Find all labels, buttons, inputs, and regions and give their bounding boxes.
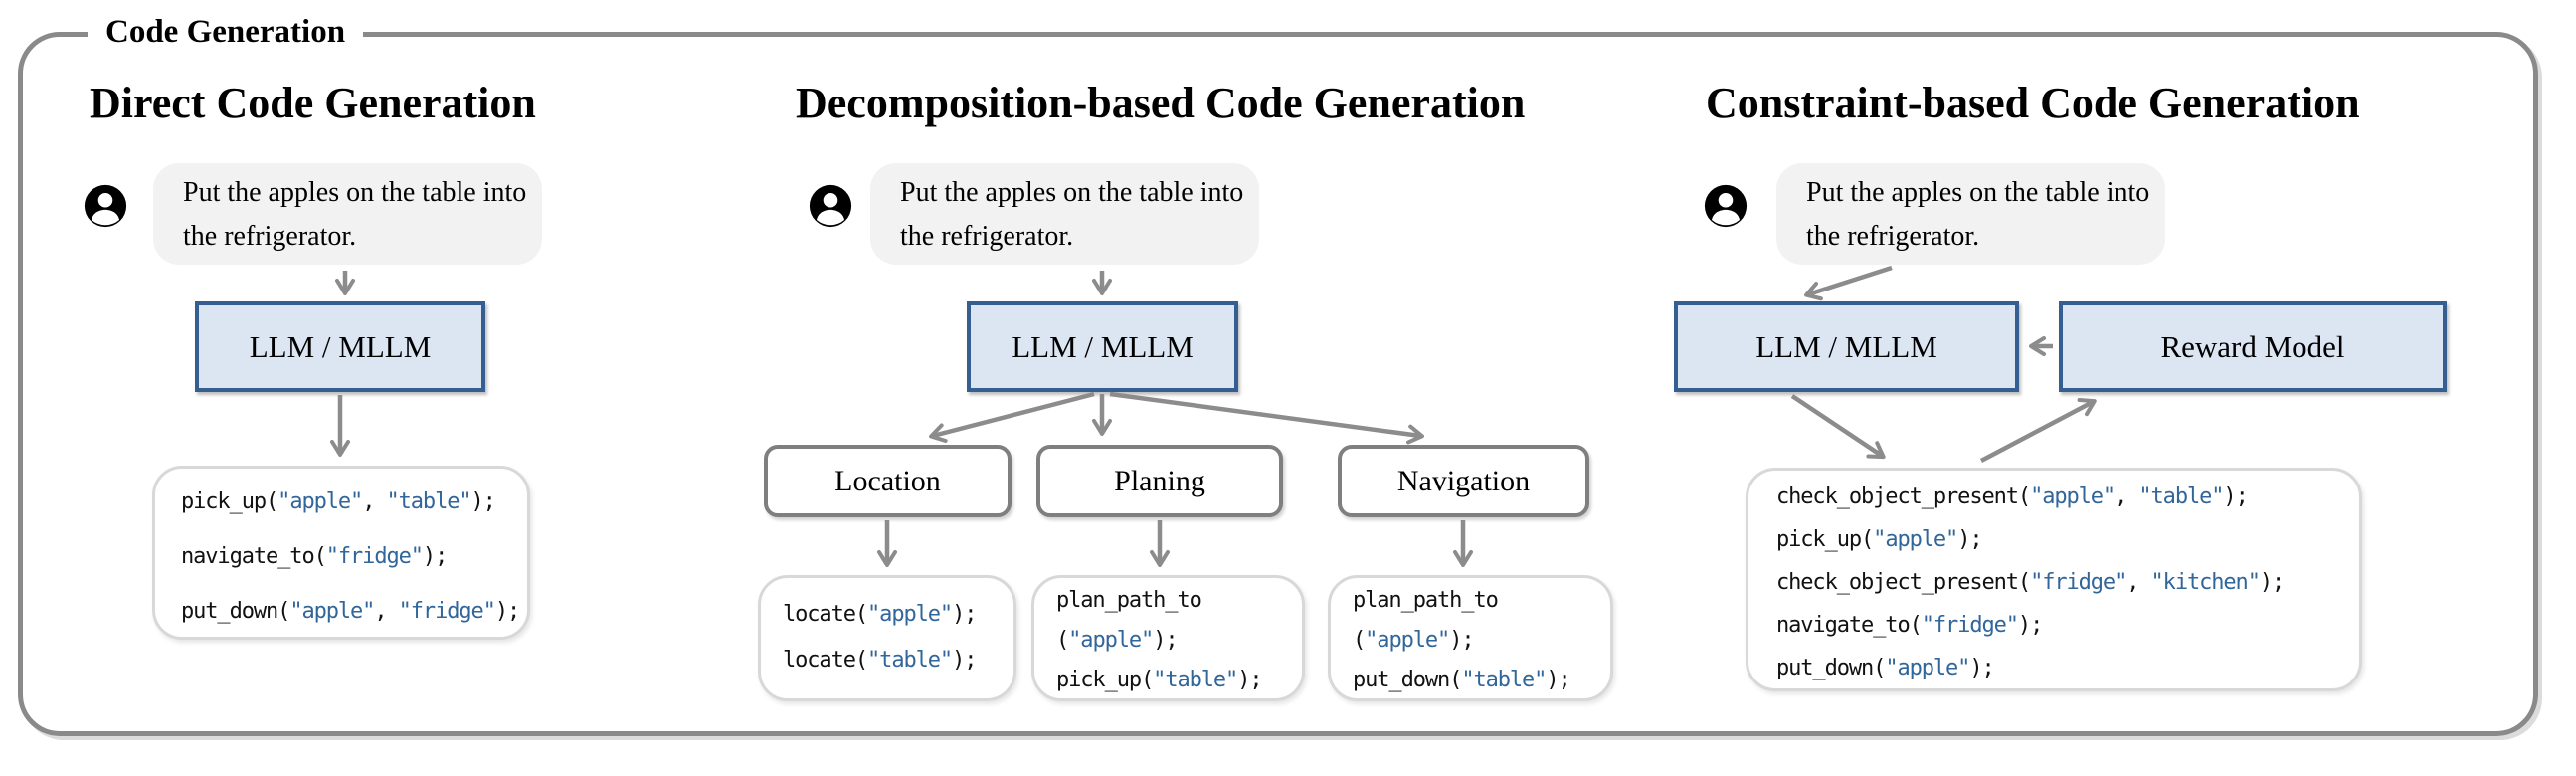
code-line: check_object_present("fridge", "kitchen"… bbox=[1776, 561, 2359, 604]
code-box-navigation: plan_path_to("apple");put_down("table"); bbox=[1328, 575, 1613, 701]
code-text: ); bbox=[2223, 485, 2248, 509]
code-string-literal: "fridge" bbox=[398, 599, 496, 624]
code-string-literal: "apple" bbox=[867, 602, 953, 627]
code-text: ); bbox=[1449, 628, 1474, 653]
code-text: locate( bbox=[783, 648, 868, 673]
user-icon bbox=[1704, 184, 1748, 228]
prompt-line: Put the apples on the table into bbox=[900, 177, 1244, 208]
code-string-literal: "apple" bbox=[1885, 656, 1970, 680]
subtask-box-location: Location bbox=[764, 445, 1012, 517]
code-line: ("apple"); bbox=[1056, 621, 1302, 661]
prompt-line: Put the apples on the table into bbox=[1806, 177, 2150, 208]
prompt-line: the refrigerator. bbox=[183, 221, 357, 252]
code-text: locate( bbox=[783, 602, 868, 627]
code-text: ); bbox=[1153, 628, 1178, 653]
code-box-direct: pick_up("apple", "table");navigate_to("f… bbox=[152, 466, 530, 640]
code-line: put_down("apple"); bbox=[1776, 647, 2359, 689]
code-text: ); bbox=[494, 599, 520, 624]
code-string-literal: "table" bbox=[1153, 668, 1238, 692]
code-string-literal: "kitchen" bbox=[2150, 570, 2261, 595]
user-icon bbox=[809, 184, 852, 228]
heading-decomposition-based-code-generation: Decomposition-based Code Generation bbox=[796, 79, 1526, 127]
code-string-literal: "apple" bbox=[1068, 628, 1154, 653]
code-text: check_object_present( bbox=[1776, 485, 2031, 509]
subtask-box-planing: Planing bbox=[1036, 445, 1283, 517]
llm-box: LLM / MLLM bbox=[195, 301, 485, 392]
code-text: ); bbox=[470, 489, 496, 514]
code-text: , bbox=[2115, 485, 2139, 509]
heading-direct-code-generation: Direct Code Generation bbox=[90, 79, 536, 127]
code-text: ); bbox=[1237, 668, 1262, 692]
code-string-literal: "apple" bbox=[277, 489, 363, 514]
code-text: navigate_to( bbox=[1776, 613, 1923, 638]
code-line: pick_up("apple"); bbox=[1776, 518, 2359, 561]
code-text: ( bbox=[1056, 628, 1069, 653]
code-line: check_object_present("apple", "table"); bbox=[1776, 476, 2359, 518]
code-generation-frame bbox=[18, 32, 2538, 736]
prompt-bubble: Put the apples on the table into the ref… bbox=[870, 163, 1259, 265]
code-text: ); bbox=[422, 544, 448, 569]
subtask-box-navigation: Navigation bbox=[1338, 445, 1589, 517]
code-line: navigate_to("fridge"); bbox=[181, 529, 527, 584]
frame-title: Code Generation bbox=[88, 10, 364, 54]
code-text: plan_path_to bbox=[1353, 588, 1499, 613]
user-icon bbox=[84, 184, 127, 228]
code-box-constraint: check_object_present("apple", "table");p… bbox=[1746, 468, 2362, 691]
code-text: pick_up( bbox=[1776, 527, 1874, 552]
code-string-literal: "fridge" bbox=[2030, 570, 2127, 595]
code-line: ("apple"); bbox=[1353, 621, 1610, 661]
code-string-literal: "table" bbox=[867, 648, 953, 673]
code-string-literal: "apple" bbox=[2030, 485, 2116, 509]
code-line: pick_up("apple", "table"); bbox=[181, 475, 527, 529]
code-text: , bbox=[374, 599, 399, 624]
prompt-bubble: Put the apples on the table into the ref… bbox=[1776, 163, 2165, 265]
code-line: navigate_to("fridge"); bbox=[1776, 604, 2359, 647]
code-line: plan_path_to bbox=[1353, 581, 1610, 621]
code-text: put_down( bbox=[1776, 656, 1886, 680]
code-box-location: locate("apple");locate("table"); bbox=[758, 575, 1016, 701]
code-text: , bbox=[362, 489, 387, 514]
reward-model-box: Reward Model bbox=[2059, 301, 2447, 392]
code-string-literal: "apple" bbox=[289, 599, 375, 624]
code-text: ( bbox=[1353, 628, 1366, 653]
prompt-bubble: Put the apples on the table into the ref… bbox=[153, 163, 542, 265]
code-line: put_down("table"); bbox=[1353, 661, 1610, 700]
code-text: ); bbox=[1546, 668, 1570, 692]
prompt-line: the refrigerator. bbox=[900, 221, 1074, 252]
code-box-planing: plan_path_to("apple");pick_up("table"); bbox=[1031, 575, 1305, 701]
code-text: , bbox=[2126, 570, 2151, 595]
code-text: pick_up( bbox=[181, 489, 278, 514]
code-text: ); bbox=[1957, 527, 1982, 552]
code-text: put_down( bbox=[181, 599, 290, 624]
code-text: ); bbox=[1969, 656, 1994, 680]
code-string-literal: "fridge" bbox=[1921, 613, 2019, 638]
code-text: check_object_present( bbox=[1776, 570, 2031, 595]
code-line: plan_path_to bbox=[1056, 581, 1302, 621]
llm-box: LLM / MLLM bbox=[1674, 301, 2019, 392]
code-text: put_down( bbox=[1353, 668, 1462, 692]
prompt-line: Put the apples on the table into bbox=[183, 177, 527, 208]
heading-constraint-based-code-generation: Constraint-based Code Generation bbox=[1706, 79, 2360, 127]
code-text: ); bbox=[2017, 613, 2043, 638]
code-text: ); bbox=[2259, 570, 2285, 595]
code-string-literal: "apple" bbox=[1365, 628, 1450, 653]
code-line: locate("apple"); bbox=[783, 592, 1013, 638]
code-line: put_down("apple", "fridge"); bbox=[181, 584, 527, 639]
code-line: locate("table"); bbox=[783, 638, 1013, 683]
code-string-literal: "table" bbox=[1461, 668, 1547, 692]
code-string-literal: "table" bbox=[386, 489, 472, 514]
prompt-line: the refrigerator. bbox=[1806, 221, 1980, 252]
code-string-literal: "apple" bbox=[1873, 527, 1958, 552]
code-text: navigate_to( bbox=[181, 544, 327, 569]
code-text: ); bbox=[952, 602, 977, 627]
code-line: pick_up("table"); bbox=[1056, 661, 1302, 700]
llm-box: LLM / MLLM bbox=[967, 301, 1238, 392]
code-text: plan_path_to bbox=[1056, 588, 1202, 613]
code-string-literal: "table" bbox=[2138, 485, 2224, 509]
code-text: pick_up( bbox=[1056, 668, 1154, 692]
code-text: ); bbox=[952, 648, 977, 673]
code-string-literal: "fridge" bbox=[325, 544, 424, 569]
